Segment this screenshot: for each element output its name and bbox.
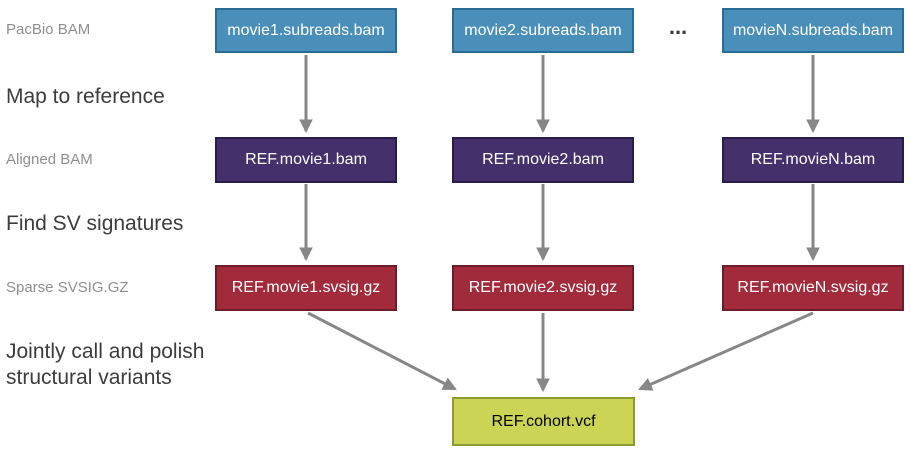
stage-label-map-to-reference: Map to reference (6, 85, 165, 108)
stage-label-sparse-svsig: Sparse SVSIG.GZ (6, 279, 129, 296)
node-movieN-subreads-bam: movieN.subreads.bam (722, 8, 904, 53)
node-ref-cohort-vcf: REF.cohort.vcf (452, 397, 635, 446)
arrow-svsig1-to-output (307, 311, 457, 391)
node-ref-movie1-svsig: REF.movie1.svsig.gz (215, 265, 397, 311)
node-ref-movie2-svsig: REF.movie2.svsig.gz (452, 265, 634, 311)
stage-label-pacbio-bam: PacBio BAM (6, 21, 91, 38)
node-movie2-subreads-bam: movie2.subreads.bam (452, 8, 634, 53)
node-ref-movieN-bam: REF.movieN.bam (722, 137, 904, 183)
node-ref-movieN-svsig: REF.movieN.svsig.gz (722, 265, 904, 311)
stage-label-find-sv-signatures: Find SV signatures (6, 212, 184, 235)
stage-label-jointly-call-line2: structural variants (6, 366, 172, 389)
stage-label-jointly-call: Jointly call and polish structural varia… (6, 339, 204, 391)
stage-label-jointly-call-line1: Jointly call and polish (6, 340, 205, 363)
stage-label-aligned-bam: Aligned BAM (6, 151, 93, 168)
node-movie1-subreads-bam: movie1.subreads.bam (215, 8, 397, 53)
arrow-svsigN-to-output (638, 311, 814, 391)
ellipsis-more-movies: ... (668, 14, 688, 39)
node-ref-movie2-bam: REF.movie2.bam (452, 137, 634, 183)
node-ref-movie1-bam: REF.movie1.bam (215, 137, 397, 183)
